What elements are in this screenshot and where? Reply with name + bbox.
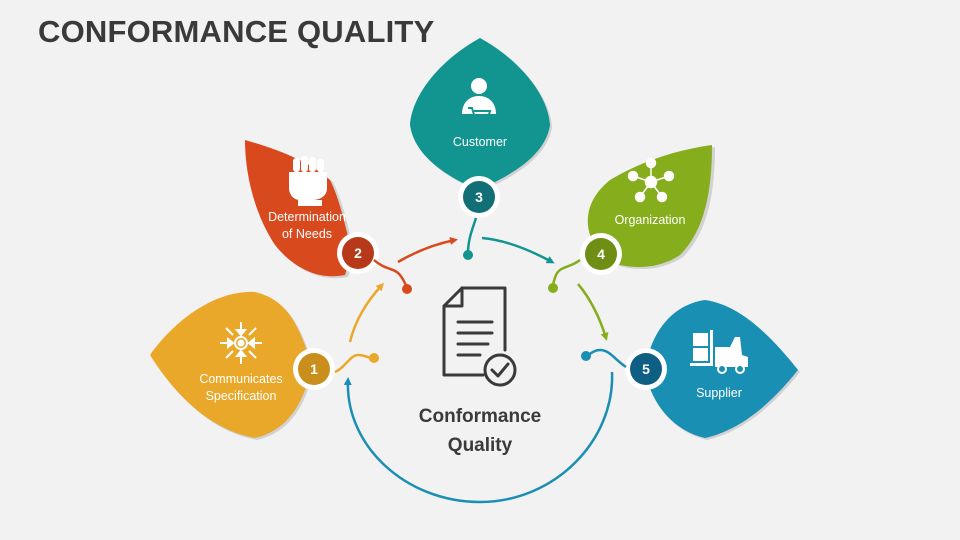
arrows-converge-icon — [220, 322, 262, 364]
step-3-number: 3 — [475, 189, 483, 205]
badge-5 — [625, 348, 667, 390]
badge-1 — [293, 348, 335, 390]
petal-2 — [245, 140, 355, 279]
connector-5 — [581, 348, 627, 369]
connector-4 — [548, 258, 581, 293]
step-4-label: Organization — [600, 212, 700, 229]
center-label-line1: Conformance — [418, 406, 542, 427]
document-check-icon — [442, 286, 517, 387]
connector-2 — [373, 259, 412, 294]
badge-3 — [458, 176, 500, 218]
forklift-icon — [690, 330, 748, 374]
connector-3 — [463, 217, 478, 260]
step-3-label-line1: Customer — [452, 135, 508, 149]
step-2-label: Determination of Needs — [254, 209, 360, 243]
arrow-3-to-4 — [481, 236, 555, 264]
badge-2 — [337, 232, 379, 274]
step-1-label-line2: Specification — [205, 389, 277, 403]
step-5-label: Supplier — [669, 385, 769, 402]
customer-cart-icon — [462, 78, 496, 123]
step-3-label: Customer — [430, 134, 530, 151]
center-label: Conformance Quality — [380, 402, 580, 460]
raised-fist-icon — [289, 156, 327, 206]
step-1-label-line1: Communicates — [199, 372, 283, 386]
step-4-number: 4 — [597, 246, 605, 262]
petal-4 — [587, 145, 715, 269]
slide-title: CONFORMANCE QUALITY — [38, 14, 435, 49]
badge-4 — [580, 233, 622, 275]
arrow-2-to-3 — [397, 237, 458, 264]
arrow-5-to-1 — [343, 371, 614, 504]
arrow-4-to-5 — [577, 283, 609, 341]
step-1-number: 1 — [310, 361, 318, 377]
step-2-label-line2: of Needs — [281, 227, 333, 241]
connector-1 — [334, 353, 379, 374]
petal-3 — [410, 38, 552, 192]
step-1-label: Communicates Specification — [186, 371, 296, 405]
step-5-label-line1: Supplier — [696, 386, 742, 400]
step-2-label-line1: Determination — [268, 210, 346, 224]
step-2-number: 2 — [354, 245, 362, 261]
arrow-1-to-2 — [348, 282, 385, 343]
network-people-icon — [627, 157, 675, 203]
step-4-label-line1: Organization — [614, 213, 686, 227]
center-label-line2: Quality — [447, 435, 513, 456]
petal-1 — [150, 291, 314, 440]
step-5-number: 5 — [642, 361, 650, 377]
